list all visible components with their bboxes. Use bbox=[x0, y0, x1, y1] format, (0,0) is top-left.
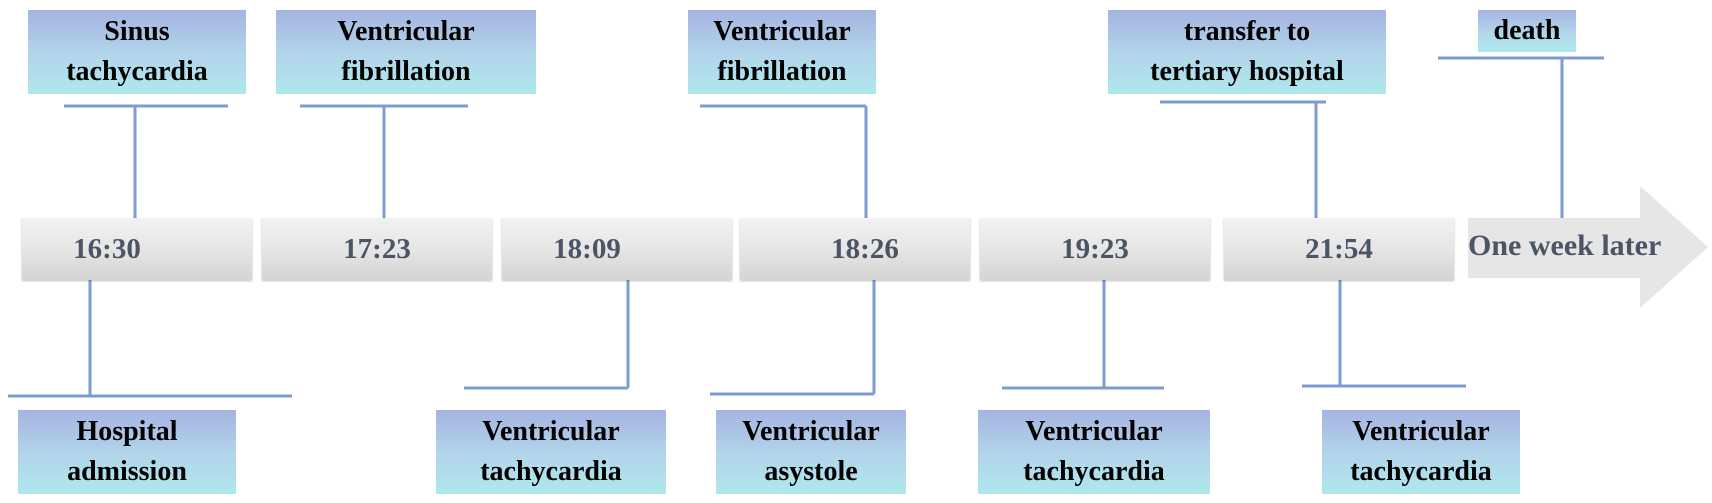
event-box-below: Ventricular asystole bbox=[716, 410, 906, 494]
final-time-label: One week later bbox=[1468, 229, 1662, 262]
event-box-below: Ventricular tachycardia bbox=[436, 410, 666, 494]
event-label: Ventricular asystole bbox=[742, 416, 880, 487]
event-label: Ventricular tachycardia bbox=[1023, 416, 1165, 487]
timeline-segment: 16:30 bbox=[22, 218, 252, 280]
time-label: 18:26 bbox=[831, 232, 899, 265]
timeline-segment: 18:26 bbox=[740, 218, 970, 280]
event-box-above: Sinus tachycardia bbox=[28, 10, 246, 94]
timeline-segment: 17:23 bbox=[262, 218, 492, 280]
event-box-below: Ventricular tachycardia bbox=[1322, 410, 1520, 494]
event-box-above: Ventricular fibrillation bbox=[688, 10, 876, 94]
event-label: Ventricular fibrillation bbox=[713, 16, 851, 87]
event-label: transfer to tertiary hospital bbox=[1150, 16, 1344, 87]
event-label: Ventricular fibrillation bbox=[337, 16, 475, 87]
time-label: 18:09 bbox=[553, 232, 621, 265]
time-label: 19:23 bbox=[1061, 232, 1129, 265]
time-label: 17:23 bbox=[343, 232, 411, 265]
event-box-below: Ventricular tachycardia bbox=[978, 410, 1210, 494]
event-label: death bbox=[1493, 15, 1561, 46]
event-label: Hospital admission bbox=[67, 416, 187, 487]
timeline-arrow-head bbox=[1468, 186, 1708, 308]
event-label: Ventricular tachycardia bbox=[480, 416, 622, 487]
timeline-segment: 19:23 bbox=[980, 218, 1210, 280]
time-label: 21:54 bbox=[1305, 232, 1373, 265]
event-label: Sinus tachycardia bbox=[66, 16, 208, 87]
event-box-above: Ventricular fibrillation bbox=[276, 10, 536, 94]
time-label: 16:30 bbox=[73, 232, 141, 265]
event-box-above: death bbox=[1478, 10, 1576, 52]
event-label: Ventricular tachycardia bbox=[1350, 416, 1492, 487]
timeline-segment: 18:09 bbox=[502, 218, 732, 280]
timeline-segment: 21:54 bbox=[1224, 218, 1454, 280]
event-box-below: Hospital admission bbox=[18, 410, 236, 494]
event-box-above: transfer to tertiary hospital bbox=[1108, 10, 1386, 94]
